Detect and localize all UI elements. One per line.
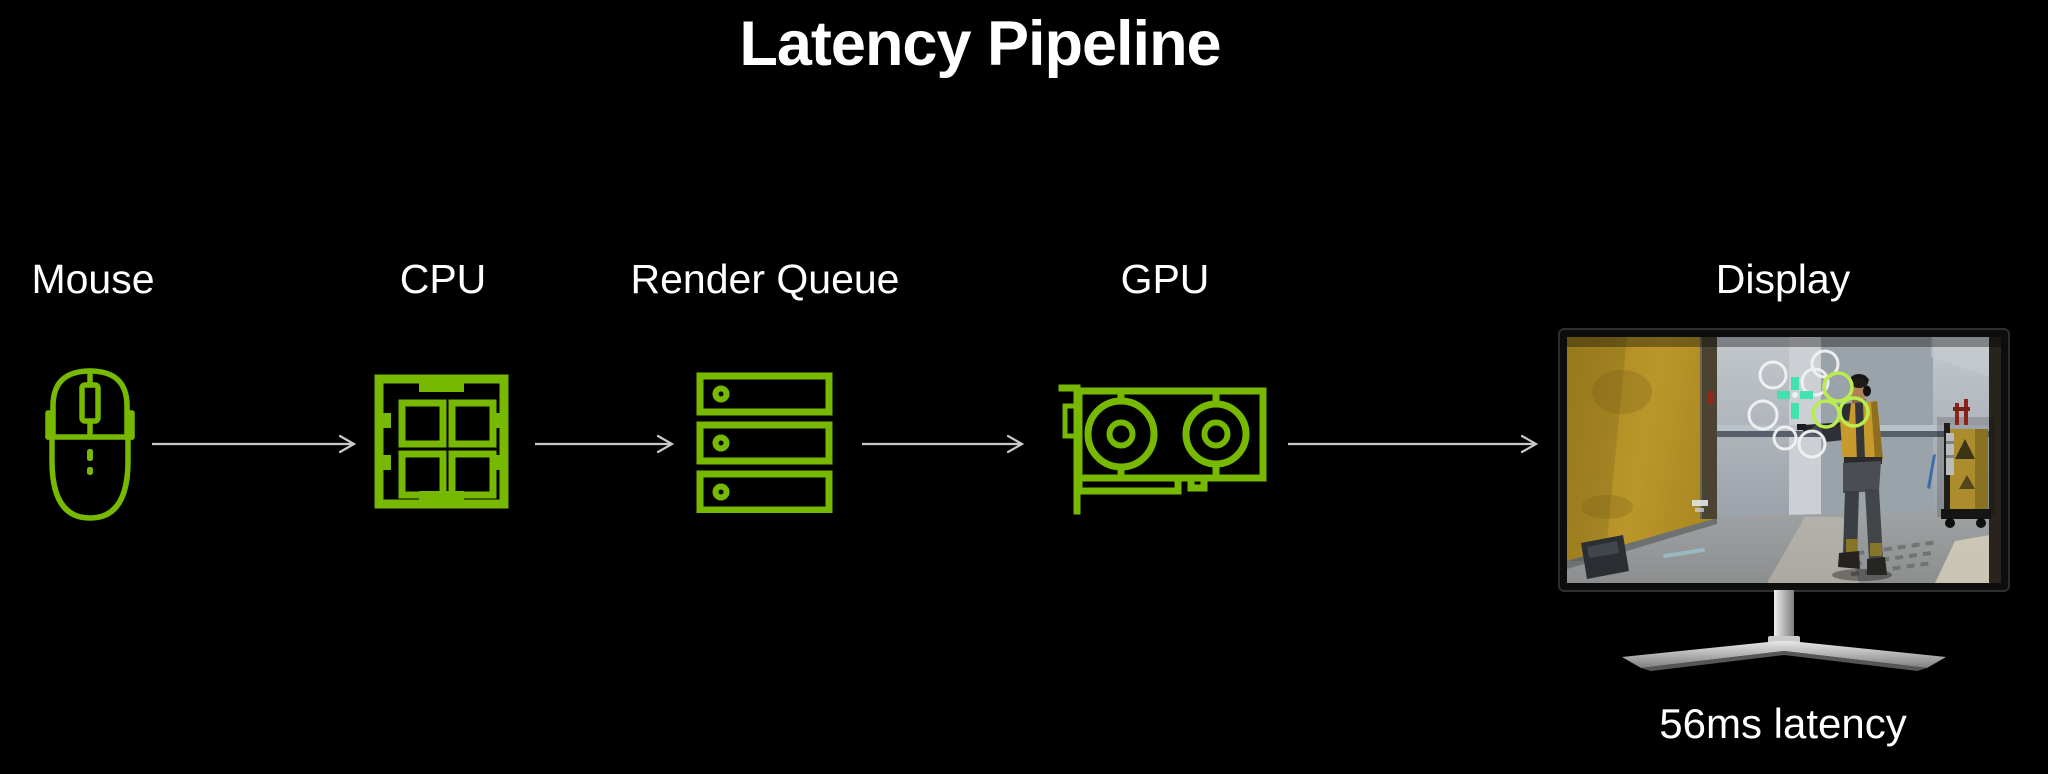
flow-arrow-gpu-to-display xyxy=(1288,434,1538,454)
flow-arrow-mouse-to-cpu xyxy=(152,434,356,454)
cpu-icon xyxy=(374,374,509,509)
caution-sign xyxy=(1955,439,1975,459)
flow-arrow-cpu-to-queue xyxy=(535,434,674,454)
render-queue-icon xyxy=(696,372,833,513)
door-latch xyxy=(1708,391,1714,404)
stage-label-gpu: GPU xyxy=(1120,256,1210,302)
display-monitor xyxy=(1558,328,2010,592)
stage-label-display: Display xyxy=(1715,256,1851,302)
page-title: Latency Pipeline xyxy=(739,9,1221,79)
floor-light-patch xyxy=(1935,533,2001,583)
hit-circles xyxy=(1811,371,1870,429)
floor xyxy=(1567,509,2001,583)
stage-label-mouse: Mouse xyxy=(31,256,155,302)
gpu-icon xyxy=(1058,384,1267,515)
monitor-stand xyxy=(1622,590,1946,671)
latency-value: 56ms latency xyxy=(1659,700,1907,747)
stage-label-render-queue: Render Queue xyxy=(630,256,900,302)
game-screen xyxy=(1567,337,2001,583)
stage-label-cpu: CPU xyxy=(399,256,487,302)
mouse-icon xyxy=(45,368,135,521)
crosshair xyxy=(1777,377,1813,419)
click-trail-circles xyxy=(1747,349,1840,459)
headset xyxy=(1863,385,1871,397)
flow-arrow-queue-to-gpu xyxy=(862,434,1024,454)
right-pillar xyxy=(1989,337,2001,583)
game-character xyxy=(1797,374,1892,581)
wall-sticker xyxy=(1692,500,1708,506)
yellow-wall xyxy=(1567,337,1717,561)
janitor-cart xyxy=(1927,399,1995,528)
